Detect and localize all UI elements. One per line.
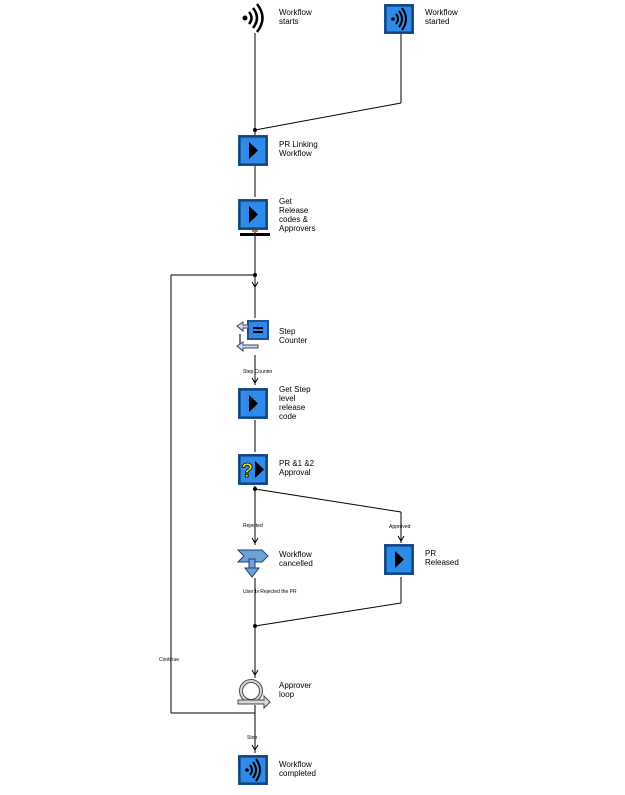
edge-label-continue: Continue [159, 657, 179, 663]
svg-text:?: ? [241, 460, 253, 482]
svg-text:PR &1 &2 Approval: PR &1 &2 Approval [279, 459, 316, 477]
svg-text:Step Counter: Step Counter [279, 327, 308, 345]
connectors [170, 33, 405, 753]
node-label-line: cancelled [279, 559, 313, 568]
node-label-line: Released [425, 558, 459, 567]
process-control-icon [236, 549, 269, 578]
node-label-line: Workflow [425, 8, 458, 17]
node-label-line: Approver [279, 681, 312, 690]
node-label-line: Workflow [279, 760, 312, 769]
edge-label-approved: Approved [389, 524, 411, 530]
node-workflow-started[interactable]: Workflow started [384, 4, 460, 34]
svg-text:Get Release codes: Get Release codes & Approvers [279, 197, 315, 233]
edge-label-step-counter: Step Counter [243, 369, 273, 375]
node-label-line: Release [279, 206, 309, 215]
node-label-line: started [425, 17, 449, 26]
node-label-line: codes & [279, 215, 309, 224]
node-label-line: level [279, 394, 296, 403]
svg-text:Workflow cancelled: Workflow cancelled [279, 550, 314, 568]
node-get-release-codes[interactable]: Get Release codes & Approvers [238, 197, 315, 233]
node-label-line: Workflow [279, 149, 312, 158]
node-label-line: loop [279, 690, 295, 699]
wave-event-icon [245, 758, 261, 782]
activity-play-icon [395, 551, 404, 568]
svg-text:Get Step level rel: Get Step level release code [279, 385, 313, 421]
activity-play-icon [249, 395, 258, 412]
node-label-line: Step [279, 327, 296, 336]
node-workflow-completed[interactable]: Workflow completed [238, 755, 316, 785]
wave-event-icon [391, 7, 407, 31]
edge-label-user-rejected: User Is Rejected the PR [243, 589, 297, 595]
node-label-line: PR &1 &2 [279, 459, 315, 468]
wave-event-icon [242, 3, 264, 33]
svg-text:PR Linking Workflow: PR Linking Workflow [279, 140, 320, 158]
node-label-line: starts [279, 17, 299, 26]
svg-text:Workflow starts: Workflow starts [279, 8, 314, 26]
node-label-line: PR [425, 549, 436, 558]
svg-text:Workflow started: Workflow started [425, 8, 460, 26]
node-label-line: Workflow [279, 550, 312, 559]
node-approver-loop[interactable]: Approver loop [237, 679, 314, 710]
svg-text:Approver loop: Approver loop [279, 681, 314, 699]
node-label-line: Get Step [279, 385, 311, 394]
node-label-line: PR Linking [279, 140, 318, 149]
svg-text:PR Released: PR Released [425, 549, 459, 567]
node-label-line: Approval [279, 468, 311, 477]
node-pr-approval[interactable]: ? PR &1 &2 Approval [238, 454, 316, 485]
node-pr-linking-workflow[interactable]: PR Linking Workflow [238, 135, 320, 166]
container-operation-icon [236, 320, 269, 353]
node-label-line: completed [279, 769, 316, 778]
node-get-step-level-release-code[interactable]: Get Step level release code [238, 385, 313, 421]
svg-text:Workflow completed: Workflow completed [279, 760, 316, 778]
edge-label-rejected: Rejected [243, 523, 263, 529]
node-label-line: Approvers [279, 224, 315, 233]
node-step-counter[interactable]: Step Counter [236, 320, 308, 353]
node-workflow-starts[interactable]: Workflow starts [242, 3, 314, 33]
activity-play-icon [249, 142, 258, 159]
user-decision-icon: ? [241, 460, 264, 482]
edge-label-stop: Stop [247, 735, 258, 741]
loop-icon [237, 679, 271, 710]
node-workflow-cancelled[interactable]: Workflow cancelled [236, 549, 314, 578]
node-label-line: Counter [279, 336, 308, 345]
node-label-line: Workflow [279, 8, 312, 17]
activity-play-icon [249, 206, 258, 223]
node-label-line: release [279, 403, 306, 412]
node-pr-released[interactable]: PR Released [384, 544, 459, 575]
node-label-line: Get [279, 197, 293, 206]
node-label-line: code [279, 412, 297, 421]
